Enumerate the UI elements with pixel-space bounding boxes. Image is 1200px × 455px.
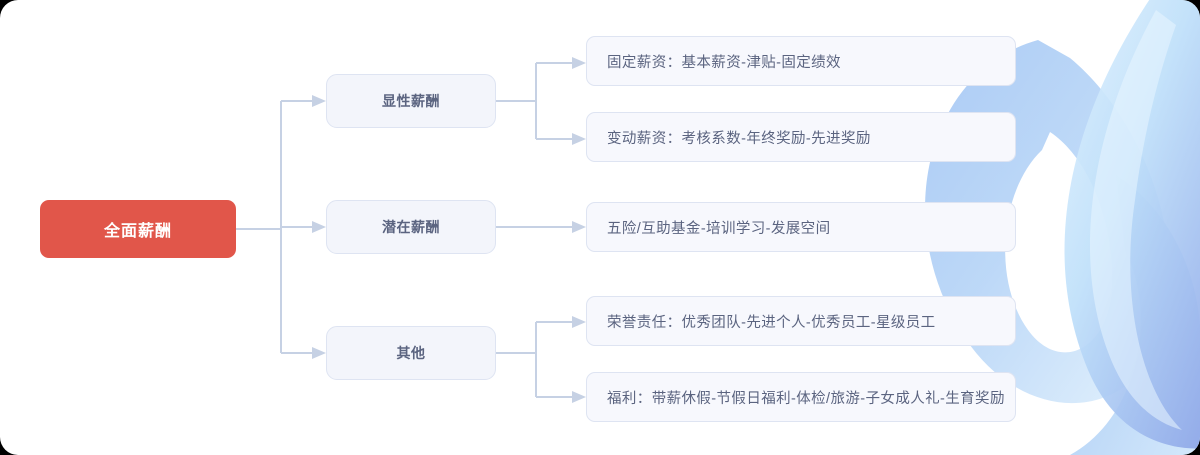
arrow-head: [572, 57, 586, 69]
branch-node-xianxing-xinchou[interactable]: 显性薪酬: [326, 74, 496, 128]
arrow-head: [312, 347, 326, 359]
arrow-head: [572, 316, 586, 328]
branch-node-qianzai-xinchou[interactable]: 潜在薪酬: [326, 200, 496, 254]
root-node[interactable]: 全面薪酬: [40, 200, 236, 258]
arrow-head: [312, 95, 326, 107]
arrow-head: [572, 391, 586, 403]
arrow-head: [572, 133, 586, 145]
leaf-node-variable-salary[interactable]: 变动薪资：考核系数-年终奖励-先进奖励: [586, 112, 1016, 162]
leaf-node-welfare[interactable]: 福利：带薪休假-节假日福利-体检/旅游-子女成人礼-生育奖励: [586, 372, 1016, 422]
leaf-node-honor-responsibility[interactable]: 荣誉责任：优秀团队-先进个人-优秀员工-星级员工: [586, 296, 1016, 346]
branch-node-qita[interactable]: 其他: [326, 326, 496, 380]
leaf-node-insurance-training[interactable]: 五险/互助基金-培训学习-发展空间: [586, 202, 1016, 252]
leaf-node-fixed-salary[interactable]: 固定薪资：基本薪资-津贴-固定绩效: [586, 36, 1016, 86]
arrow-head: [572, 221, 586, 233]
arrow-head: [312, 221, 326, 233]
